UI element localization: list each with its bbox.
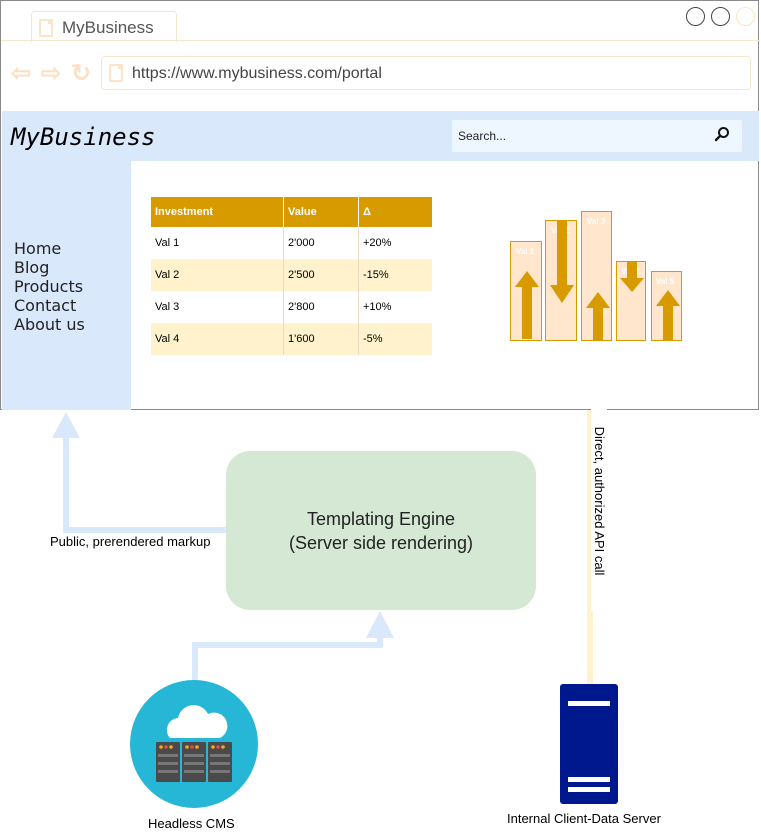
column-header: Investment — [151, 197, 284, 227]
arrow-down-icon — [550, 221, 574, 303]
headless-cms-label: Headless CMS — [148, 816, 235, 831]
cms-to-engine-arrow — [192, 630, 383, 680]
url-text[interactable]: https://www.mybusiness.com/portal — [132, 65, 382, 82]
table-cell: 2'000 — [283, 227, 359, 259]
page-icon — [109, 64, 123, 82]
chart-bar: Val 4 — [616, 261, 646, 341]
table-row: Val 4 1'600 -5% — [151, 323, 432, 355]
table-cell: Val 4 — [151, 323, 284, 355]
reload-icon[interactable]: ↻ — [71, 60, 92, 87]
tab-title: MyBusiness — [62, 18, 154, 37]
sidebar: Home Blog Products Contact About us — [2, 161, 131, 410]
table-row: Val 1 2'000 +20% — [151, 227, 432, 259]
sidebar-nav: Home Blog Products Contact About us — [14, 239, 85, 334]
browser-tab[interactable]: MyBusiness — [31, 11, 177, 42]
chart-bar: Val 5 — [651, 271, 682, 341]
table-cell: +10% — [358, 291, 432, 323]
server-label: Internal Client-Data Server — [507, 811, 661, 826]
chart-bar-label: Val 1 — [516, 247, 535, 256]
templating-engine-box: Templating Engine (Server side rendering… — [226, 451, 536, 610]
sidebar-item-blog[interactable]: Blog — [14, 258, 50, 277]
table-cell: +20% — [358, 227, 432, 259]
public-markup-arrow — [63, 432, 226, 533]
forward-arrow-icon[interactable]: ⇨ — [41, 60, 62, 87]
window-control-icon[interactable] — [711, 7, 730, 26]
address-bar[interactable]: https://www.mybusiness.com/portal — [101, 56, 751, 90]
table-cell: Val 1 — [151, 227, 284, 259]
arrow-up-icon — [656, 290, 680, 340]
sidebar-item-about[interactable]: About us — [14, 315, 85, 334]
arrow-up-icon — [515, 271, 539, 339]
engine-title: Templating Engine — [306, 509, 456, 529]
search-icon[interactable] — [714, 126, 730, 142]
chart-bar: Val 2 — [545, 220, 577, 341]
table-cell: 2'800 — [283, 291, 359, 323]
chart-bar: Val 3 — [581, 211, 612, 341]
table-cell: 1'600 — [283, 323, 359, 355]
search-box[interactable]: Search... — [452, 120, 742, 152]
browser-window: MyBusiness ⇦ ⇨ ↻ https://www.mybusiness.… — [0, 0, 760, 410]
back-arrow-icon[interactable]: ⇦ — [11, 60, 32, 87]
table-cell: -15% — [358, 259, 432, 291]
window-control-icon[interactable] — [686, 7, 705, 26]
chart-bar: Val 1 — [510, 241, 542, 341]
column-header: Value — [283, 197, 359, 227]
arrow-down-icon — [620, 262, 644, 292]
table-cell: -5% — [358, 323, 432, 355]
engine-subtitle: (Server side rendering) — [288, 533, 474, 553]
table-cell: Val 3 — [151, 291, 284, 323]
column-header: Δ — [358, 197, 432, 227]
investment-table: Investment Value Δ Val 1 2'000 +20% Val … — [151, 197, 432, 355]
table-cell: 2'500 — [283, 259, 359, 291]
table-row: Val 3 2'800 +10% — [151, 291, 432, 323]
templating-engine-label: Templating Engine (Server side rendering… — [226, 507, 536, 555]
app-header: MyBusiness Search... — [2, 111, 759, 161]
sidebar-item-products[interactable]: Products — [14, 277, 84, 296]
arrow-up-icon — [586, 292, 610, 340]
sidebar-item-home[interactable]: Home — [14, 239, 62, 258]
window-control-icon[interactable] — [736, 7, 755, 26]
sidebar-item-contact[interactable]: Contact — [14, 296, 77, 315]
table-header-row: Investment Value Δ — [151, 197, 432, 227]
table-cell: Val 2 — [151, 259, 284, 291]
table-row: Val 2 2'500 -15% — [151, 259, 432, 291]
server-icon — [560, 684, 618, 804]
public-markup-arrowhead — [52, 412, 80, 438]
page-icon — [39, 19, 53, 37]
search-input[interactable]: Search... — [458, 129, 507, 143]
api-call-label: Direct, authorized API call — [591, 391, 607, 611]
public-markup-label: Public, prerendered markup — [50, 534, 211, 549]
brand-logo[interactable]: MyBusiness — [11, 123, 156, 151]
chart-bar-label: Val 5 — [656, 277, 675, 286]
headless-cms-icon — [130, 680, 258, 808]
chart-bar-label: Val 3 — [587, 217, 606, 226]
tab-divider — [1, 40, 760, 41]
cms-to-engine-arrowhead — [366, 611, 394, 638]
